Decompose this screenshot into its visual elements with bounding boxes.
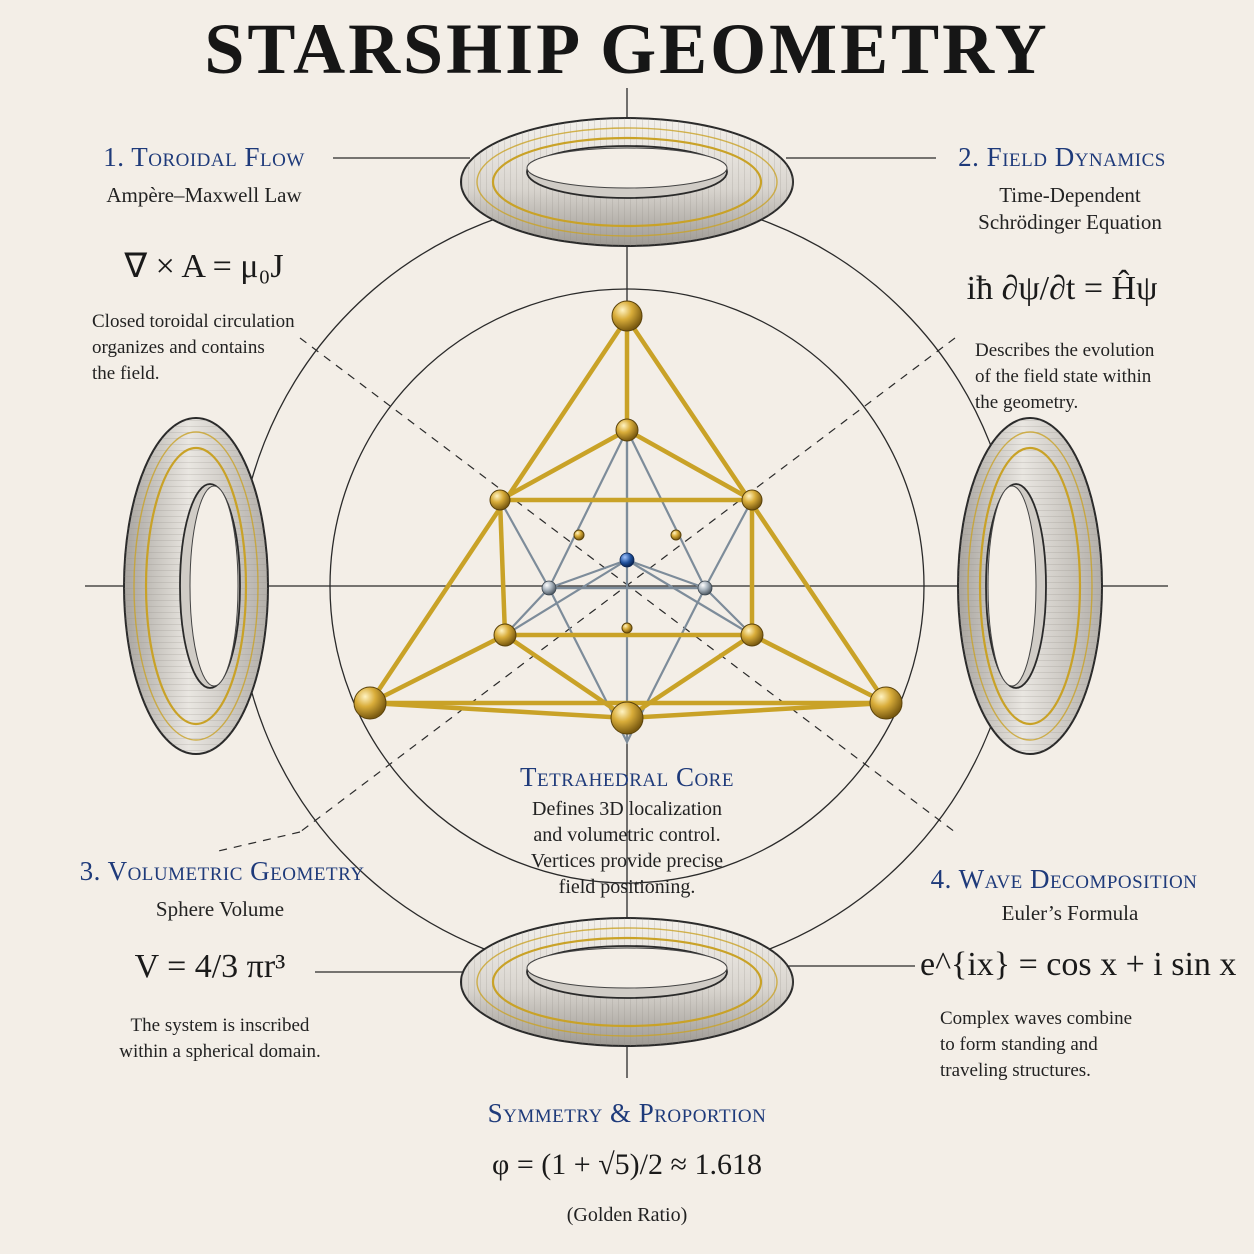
tetrahedral-core <box>353 300 903 745</box>
volumetric-heading: 3. Volumetric Geometry <box>79 856 365 886</box>
core-center-node <box>619 552 635 568</box>
field-subtitle-line-2: Schrödinger Equation <box>978 210 1162 234</box>
core-description-line-3: Vertices provide precise <box>530 850 724 872</box>
wave-equation: e^{ix} = cos x + i sin x <box>920 946 1237 983</box>
field-description-line-3: the geometry. <box>975 392 1079 413</box>
wave-heading: 4. Wave Decomposition <box>930 864 1198 894</box>
toroidal-description-line-3: the field. <box>92 363 160 384</box>
wave-description: Complex waves combine to form standing a… <box>940 1006 1190 1084</box>
torus-left <box>123 417 269 755</box>
symmetry-note: (Golden Ratio) <box>566 1204 688 1226</box>
core-heading: Tetrahedral Core <box>520 762 734 792</box>
toroidal-description-line-2: organizes and contains <box>92 337 265 358</box>
core-description-line-1: Defines 3D localization <box>532 798 722 820</box>
field-heading: 2. Field Dynamics <box>958 142 1166 172</box>
wave-description-line-3: traveling structures. <box>940 1060 1091 1081</box>
toroidal-description-line-1: Closed toroidal circulation <box>92 311 295 332</box>
toroidal-equation: ∇ × A = μ₀J <box>124 248 284 285</box>
wave-subtitle: Euler’s Formula <box>1001 901 1139 925</box>
steel-nodes <box>541 580 713 596</box>
volumetric-description: The system is inscribed within a spheric… <box>60 1013 380 1065</box>
field-description-line-2: of the field state within <box>975 366 1152 387</box>
field-subtitle-line-1: Time-Dependent <box>999 183 1141 207</box>
wave-description-line-2: to form standing and <box>940 1034 1098 1055</box>
torus-top <box>460 117 794 247</box>
toroidal-description: Closed toroidal circulation organizes an… <box>92 309 352 387</box>
gold-nodes <box>353 300 903 735</box>
toroidal-subtitle: Ampère–Maxwell Law <box>106 183 302 207</box>
torus-right <box>957 417 1103 755</box>
gold-struts <box>367 315 889 721</box>
page-title: STARSHIP GEOMETRY <box>204 9 1050 89</box>
inner-circle <box>329 288 925 884</box>
core-description-line-4: field positioning. <box>558 876 696 898</box>
field-equation: iħ ∂ψ/∂t = Ĥψ <box>966 270 1158 307</box>
wave-description-line-1: Complex waves combine <box>940 1008 1133 1029</box>
volumetric-equation: V = 4/3 πr³ <box>134 948 286 985</box>
field-description-line-1: Describes the evolution <box>975 340 1155 361</box>
symmetry-equation: φ = (1 + √5)/2 ≈ 1.618 <box>492 1148 762 1181</box>
core-description-line-2: and volumetric control. <box>533 824 721 846</box>
torus-bottom <box>460 917 794 1047</box>
diagonal-dashed-3 <box>213 831 301 853</box>
toroidal-heading: 1. Toroidal Flow <box>103 142 305 172</box>
volumetric-description-line-1: The system is inscribed <box>130 1015 310 1036</box>
volumetric-description-line-2: within a spherical domain. <box>119 1041 321 1062</box>
field-description: Describes the evolution of the field sta… <box>975 338 1195 416</box>
volumetric-subtitle: Sphere Volume <box>155 897 285 921</box>
core-description: Defines 3D localization and volumetric c… <box>460 796 794 900</box>
symmetry-heading: Symmetry & Proportion <box>487 1098 767 1128</box>
